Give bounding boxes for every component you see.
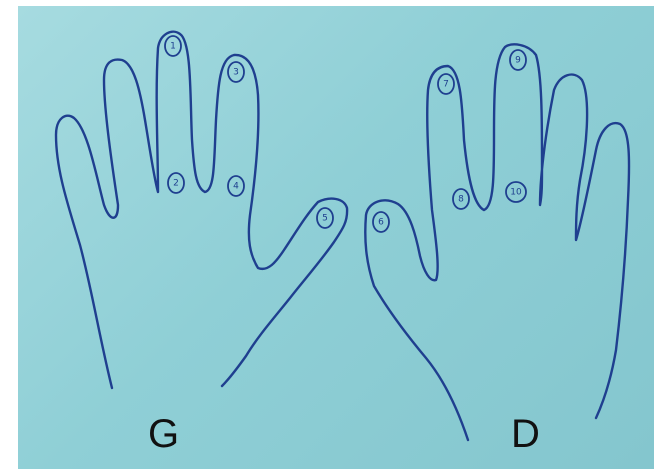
right-hand-outline	[365, 44, 629, 440]
finger-marker-2: 2	[168, 173, 184, 193]
finger-marker-number: 4	[233, 182, 239, 192]
finger-marker-6: 6	[373, 212, 389, 232]
finger-marker-9: 9	[510, 50, 526, 70]
finger-marker-5: 5	[317, 208, 333, 228]
finger-marker-number: 10	[510, 188, 522, 198]
finger-marker-4: 4	[228, 176, 244, 196]
finger-marker-number: 9	[515, 56, 521, 66]
finger-marker-number: 7	[443, 80, 449, 90]
finger-marker-10: 10	[506, 182, 526, 202]
finger-marker-3: 3	[228, 62, 244, 82]
finger-marker-7: 7	[438, 74, 454, 94]
finger-marker-number: 6	[378, 218, 384, 228]
finger-marker-number: 8	[458, 195, 464, 205]
finger-marker-1: 1	[165, 36, 181, 56]
finger-marker-8: 8	[453, 189, 469, 209]
finger-marker-number: 5	[322, 214, 328, 224]
finger-marker-number: 3	[233, 68, 239, 78]
left-hand-label: G	[148, 414, 179, 454]
right-hand-label: D	[511, 414, 540, 454]
left-hand-outline	[56, 32, 347, 388]
finger-marker-number: 1	[170, 42, 176, 52]
finger-marker-number: 2	[173, 179, 179, 189]
